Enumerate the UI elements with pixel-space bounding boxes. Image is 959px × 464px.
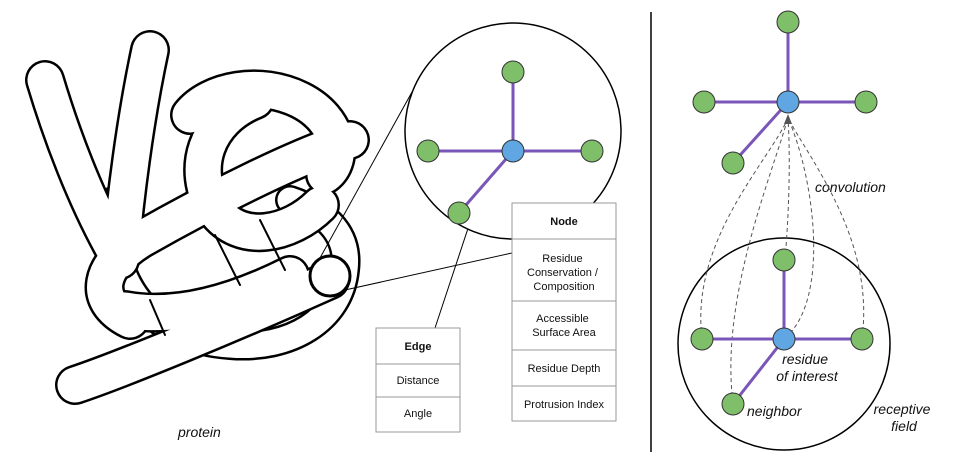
protein-illustration bbox=[25, 30, 370, 405]
node-cell-line: Residue bbox=[542, 253, 582, 265]
node-table-cell: Accessible Surface Area bbox=[532, 313, 596, 339]
center-node bbox=[501, 139, 525, 163]
protein-label: protein bbox=[177, 424, 221, 440]
edge bbox=[457, 150, 515, 214]
edge-table-header: Edge bbox=[405, 341, 432, 353]
neighbor-node bbox=[580, 139, 604, 163]
edge-table-cell: Angle bbox=[404, 408, 432, 420]
receptive-field-label: receptive field bbox=[874, 401, 935, 434]
residue-of-interest-label: residue of interest bbox=[776, 351, 839, 384]
arrowhead-icon bbox=[784, 114, 792, 124]
node-cell-line: Composition bbox=[533, 281, 594, 293]
neighbor-node bbox=[690, 327, 714, 351]
node-table-header: Node bbox=[550, 216, 578, 228]
neighbor-node bbox=[854, 90, 878, 114]
receptive-label-line: receptive bbox=[874, 401, 931, 417]
neighbor-node bbox=[850, 327, 874, 351]
neighbor-node bbox=[721, 151, 745, 175]
zoom-graph-edges bbox=[428, 72, 592, 214]
edge bbox=[731, 100, 790, 165]
neighbor-node bbox=[721, 392, 745, 416]
neighbor-node bbox=[501, 60, 525, 84]
protein-crosslinks bbox=[149, 219, 286, 336]
neighbor-node bbox=[447, 201, 471, 225]
node-cell-line: Surface Area bbox=[532, 327, 596, 339]
edge-feature-table: Edge Distance Angle bbox=[375, 327, 461, 433]
neighbor-node bbox=[416, 139, 440, 163]
node-feature-table: Node Residue Conservation / Composition … bbox=[511, 202, 617, 422]
residue-label-line: of interest bbox=[776, 368, 839, 384]
residue-label-line: residue bbox=[782, 351, 828, 367]
node-table-cell: Protrusion Index bbox=[524, 399, 605, 411]
convolution-graph bbox=[692, 10, 878, 175]
neighbor-label: neighbor bbox=[747, 403, 803, 419]
node-cell-line: Conservation / bbox=[527, 267, 599, 279]
neighbor-node bbox=[776, 10, 800, 34]
node-table-cell: Residue Conservation / Composition bbox=[527, 253, 601, 293]
neighbor-node bbox=[692, 90, 716, 114]
receptive-field-graph bbox=[690, 248, 874, 416]
edge-table-cell: Distance bbox=[397, 375, 440, 387]
node-cell-line: Accessible bbox=[536, 313, 589, 325]
node-cell-line: Residue Depth bbox=[528, 363, 601, 375]
center-node bbox=[776, 90, 800, 114]
edge bbox=[731, 338, 786, 405]
aggregation-arrows bbox=[700, 117, 865, 404]
protein-tubes-core bbox=[27, 32, 368, 403]
selected-residue-marker bbox=[308, 254, 352, 298]
node-cell-line: Protrusion Index bbox=[524, 399, 605, 411]
receptive-label-line: field bbox=[891, 418, 918, 434]
zoom-graph-nodes bbox=[416, 60, 604, 225]
convolution-label: convolution bbox=[815, 179, 886, 195]
node-table-cell: Residue Depth bbox=[528, 363, 601, 375]
protein-blob bbox=[98, 185, 361, 361]
center-node bbox=[772, 327, 796, 351]
neighbor-node bbox=[772, 248, 796, 272]
